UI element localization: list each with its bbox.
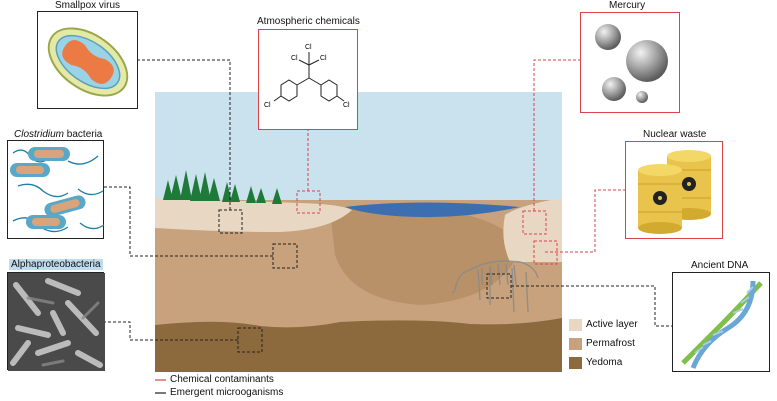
- alpha-label: Alphaproteobacteria: [9, 259, 103, 270]
- active-layer-swatch: [569, 319, 582, 331]
- mercury-droplets-icon: [595, 24, 668, 103]
- atmospheric-label: Atmospheric chemicals: [257, 16, 360, 27]
- clostridium-bacteria-icon: [10, 147, 105, 233]
- chemical-legend: Chemical contaminants: [170, 374, 274, 385]
- dna-panel: [672, 272, 770, 372]
- yedoma-layer: [155, 318, 562, 372]
- dna-label: Ancient DNA: [691, 260, 749, 271]
- thaw-basin: [330, 207, 520, 305]
- yedoma-legend: Yedoma: [586, 357, 623, 368]
- cl-ring-right: Cl: [343, 102, 350, 109]
- nuclear-target-box: [533, 240, 558, 265]
- chemical-connectors: [307, 59, 625, 253]
- sky: [155, 92, 562, 200]
- dna-helix-icon: [681, 280, 763, 369]
- tree-group: [163, 170, 282, 204]
- clostridium-target-box: [272, 243, 298, 269]
- smallpox-label: Smallpox virus: [55, 0, 121, 11]
- nuclear-panel: [625, 141, 723, 239]
- nuclear-label: Nuclear waste: [643, 129, 707, 140]
- permafrost-legend: Permafrost: [586, 338, 635, 349]
- smallpox-virus-icon: [47, 27, 129, 97]
- atmospheric-panel: Cl Cl Cl Cl Cl: [258, 29, 358, 130]
- clostridium-panel: [7, 140, 105, 239]
- clostridium-suffix: bacteria: [64, 129, 103, 140]
- active-layer-legend: Active layer: [586, 319, 638, 330]
- yedoma-swatch: [569, 357, 582, 369]
- cl-top: Cl: [305, 44, 312, 51]
- alpha-target-box: [237, 327, 263, 353]
- clostridium-genus: Clostridium: [14, 129, 65, 140]
- cl-right: Cl: [320, 55, 327, 62]
- nuclear-barrels-icon: [638, 150, 711, 234]
- smallpox-panel: [37, 11, 138, 109]
- cl-left: Cl: [291, 55, 298, 62]
- ddt-molecule-icon: Cl Cl Cl Cl Cl: [264, 44, 350, 109]
- cl-ring-left: Cl: [264, 102, 271, 109]
- active-layer-right: [503, 198, 562, 262]
- mercury-label: Mercury: [609, 0, 646, 11]
- sem-micrograph-image: [8, 273, 105, 371]
- active-layer-left: [155, 198, 352, 232]
- mercury-panel: [580, 12, 680, 113]
- alpha-panel: [7, 272, 105, 371]
- microorganism-connectors: [104, 59, 672, 341]
- lake: [345, 202, 520, 218]
- permafrost-swatch: [569, 338, 582, 350]
- clostridium-label: Clostridium bacteria: [14, 129, 102, 140]
- microorganism-legend: Emergent microoganisms: [170, 387, 284, 398]
